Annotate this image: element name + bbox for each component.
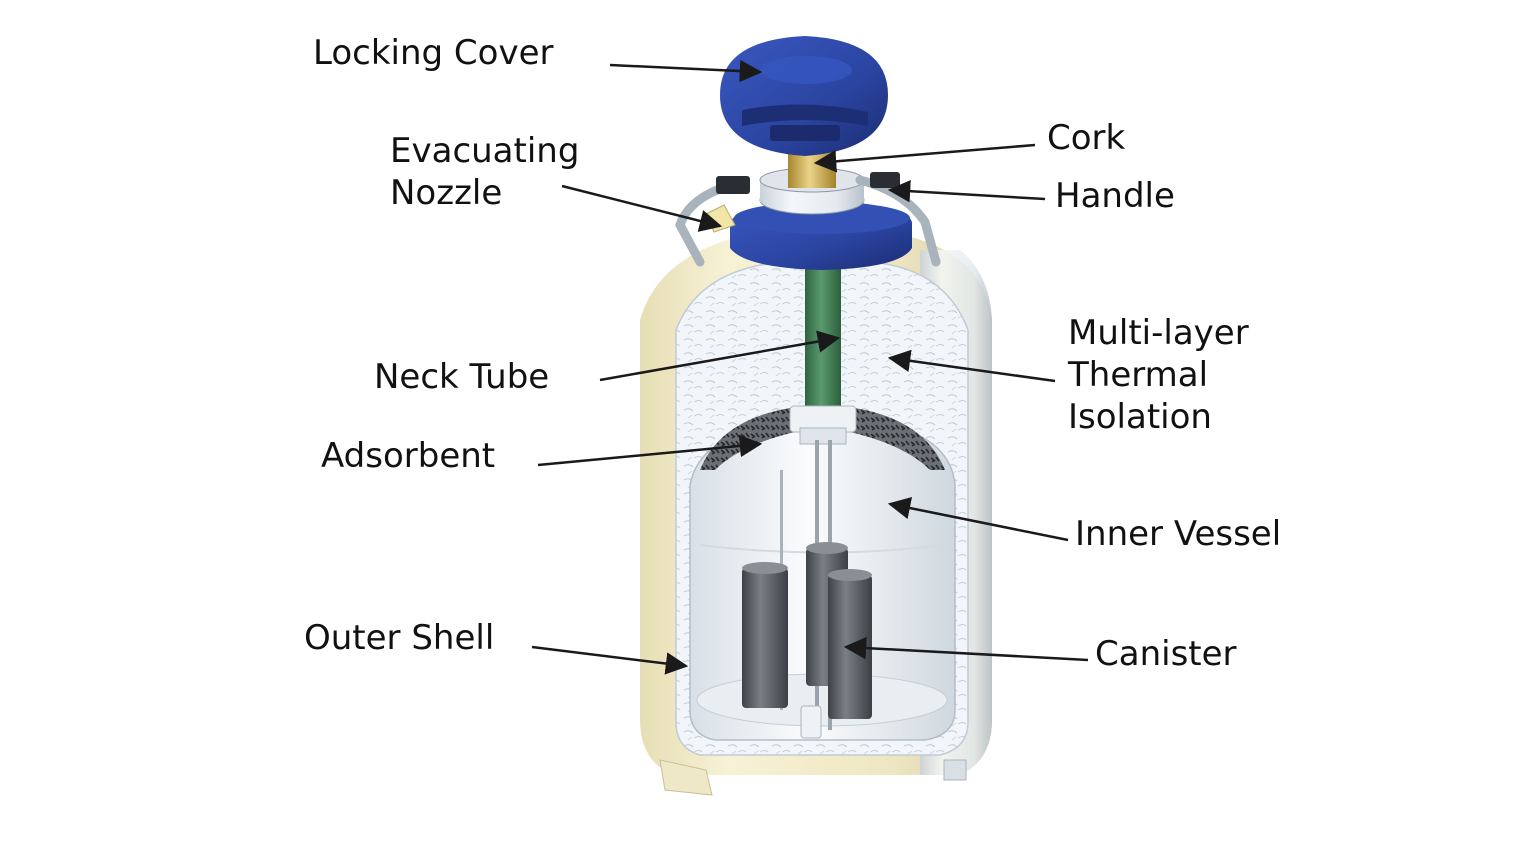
arrow-canister bbox=[843, 636, 1089, 662]
arrow-locking-cover bbox=[609, 59, 763, 83]
label-neck-tube: Neck Tube bbox=[374, 357, 550, 397]
arrow-inner-vessel bbox=[887, 496, 1069, 542]
label-adsorbent: Adsorbent bbox=[321, 436, 496, 476]
label-evacuating-nozzle: Evacuating Nozzle bbox=[390, 131, 580, 213]
arrow-cork bbox=[813, 143, 1036, 173]
label-cork: Cork bbox=[1047, 118, 1126, 158]
label-locking-cover: Locking Cover bbox=[313, 33, 554, 73]
label-outer-shell: Outer Shell bbox=[304, 618, 495, 658]
label-handle: Handle bbox=[1055, 176, 1175, 216]
label-inner-vessel: Inner Vessel bbox=[1075, 514, 1282, 554]
neck-collar bbox=[705, 167, 913, 270]
arrow-evacuating-nozzle bbox=[561, 184, 723, 232]
label-multilayer-thermal-isolation: Multi-layer Thermal Isolation bbox=[1068, 313, 1249, 437]
arrow-handle bbox=[887, 179, 1046, 203]
arrow-adsorbent bbox=[537, 434, 763, 467]
locking-cover bbox=[720, 36, 888, 156]
arrow-outer-shell bbox=[531, 645, 689, 675]
label-canister: Canister bbox=[1095, 634, 1237, 674]
callout-arrows bbox=[531, 59, 1089, 675]
arrow-multilayer-isolation bbox=[887, 349, 1056, 383]
arrow-neck-tube bbox=[599, 330, 841, 382]
